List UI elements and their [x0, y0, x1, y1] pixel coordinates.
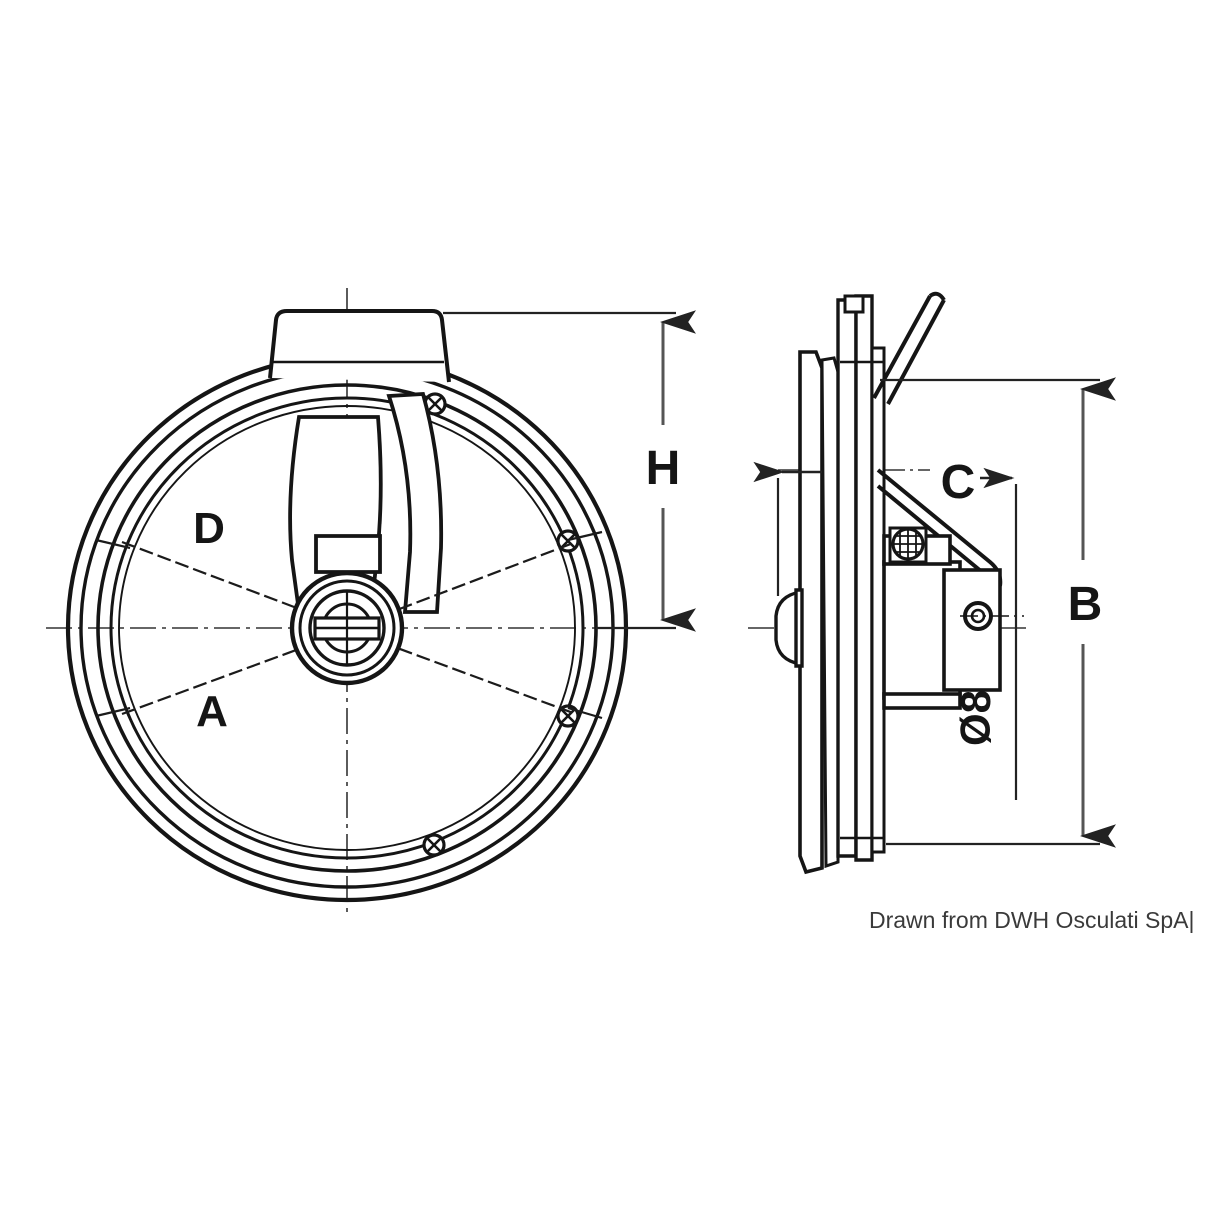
rim-section-web	[836, 298, 858, 858]
dia-line-upper-right	[380, 540, 577, 618]
rim-section-inner	[854, 294, 874, 862]
dimension-label-D: D	[193, 504, 225, 553]
dia-tick-lr	[567, 706, 603, 720]
lever-tip	[928, 291, 946, 302]
diameter-construction-lines	[95, 530, 603, 720]
dimension-B: B	[880, 377, 1116, 848]
dimension-label-A: A	[196, 687, 228, 736]
lever-arm-upper-right	[886, 299, 946, 405]
hub-centre	[289, 570, 405, 686]
dia-tick-ur	[567, 530, 603, 542]
rim-grip-inner	[109, 396, 585, 860]
hub-boss-side	[882, 534, 1024, 710]
rim-section-cap	[843, 294, 865, 314]
dia-tick-ul	[95, 538, 131, 550]
screw-icon	[556, 704, 580, 728]
dia-line-upper-left	[121, 540, 319, 618]
hub-housing-top	[268, 309, 451, 383]
screw-icon	[422, 833, 446, 857]
rim-inner-shadow	[118, 405, 576, 851]
rim-section-outer	[798, 350, 824, 875]
dimension-H: H	[443, 310, 696, 632]
dia-tick-ll	[95, 706, 131, 718]
boss-base-plate	[882, 692, 962, 710]
rim-section-mid	[820, 356, 840, 869]
grip-bulge-edge	[794, 588, 804, 668]
spoke-hub-collar	[314, 534, 382, 574]
boss-block-secondary	[942, 568, 1002, 692]
dimension-C: C	[753, 456, 1018, 800]
housing-outline	[268, 309, 451, 383]
spoke-right	[386, 392, 444, 614]
dia-line-lower-left	[121, 640, 319, 716]
drawing-caption: Drawn from DWH Osculati SpA|	[869, 907, 1194, 933]
rim-screws	[422, 392, 580, 857]
wheel-spokes	[288, 392, 444, 614]
screw-icon	[423, 392, 447, 416]
hub-mid-circle	[298, 579, 396, 677]
knurled-knob-icon	[888, 526, 928, 564]
dimension-label-C: C	[941, 456, 976, 509]
dimension-label-H: H	[646, 442, 681, 495]
grip-bulge-outline	[774, 590, 801, 666]
rim-section-profiles	[798, 294, 886, 875]
dia-line-lower-right	[380, 640, 577, 716]
rim-grip-profile	[774, 588, 804, 668]
dimension-label-diameter8: Ø8	[952, 690, 999, 746]
dimension-label-B: B	[1068, 578, 1103, 631]
side-view: Ø8	[748, 291, 1030, 875]
